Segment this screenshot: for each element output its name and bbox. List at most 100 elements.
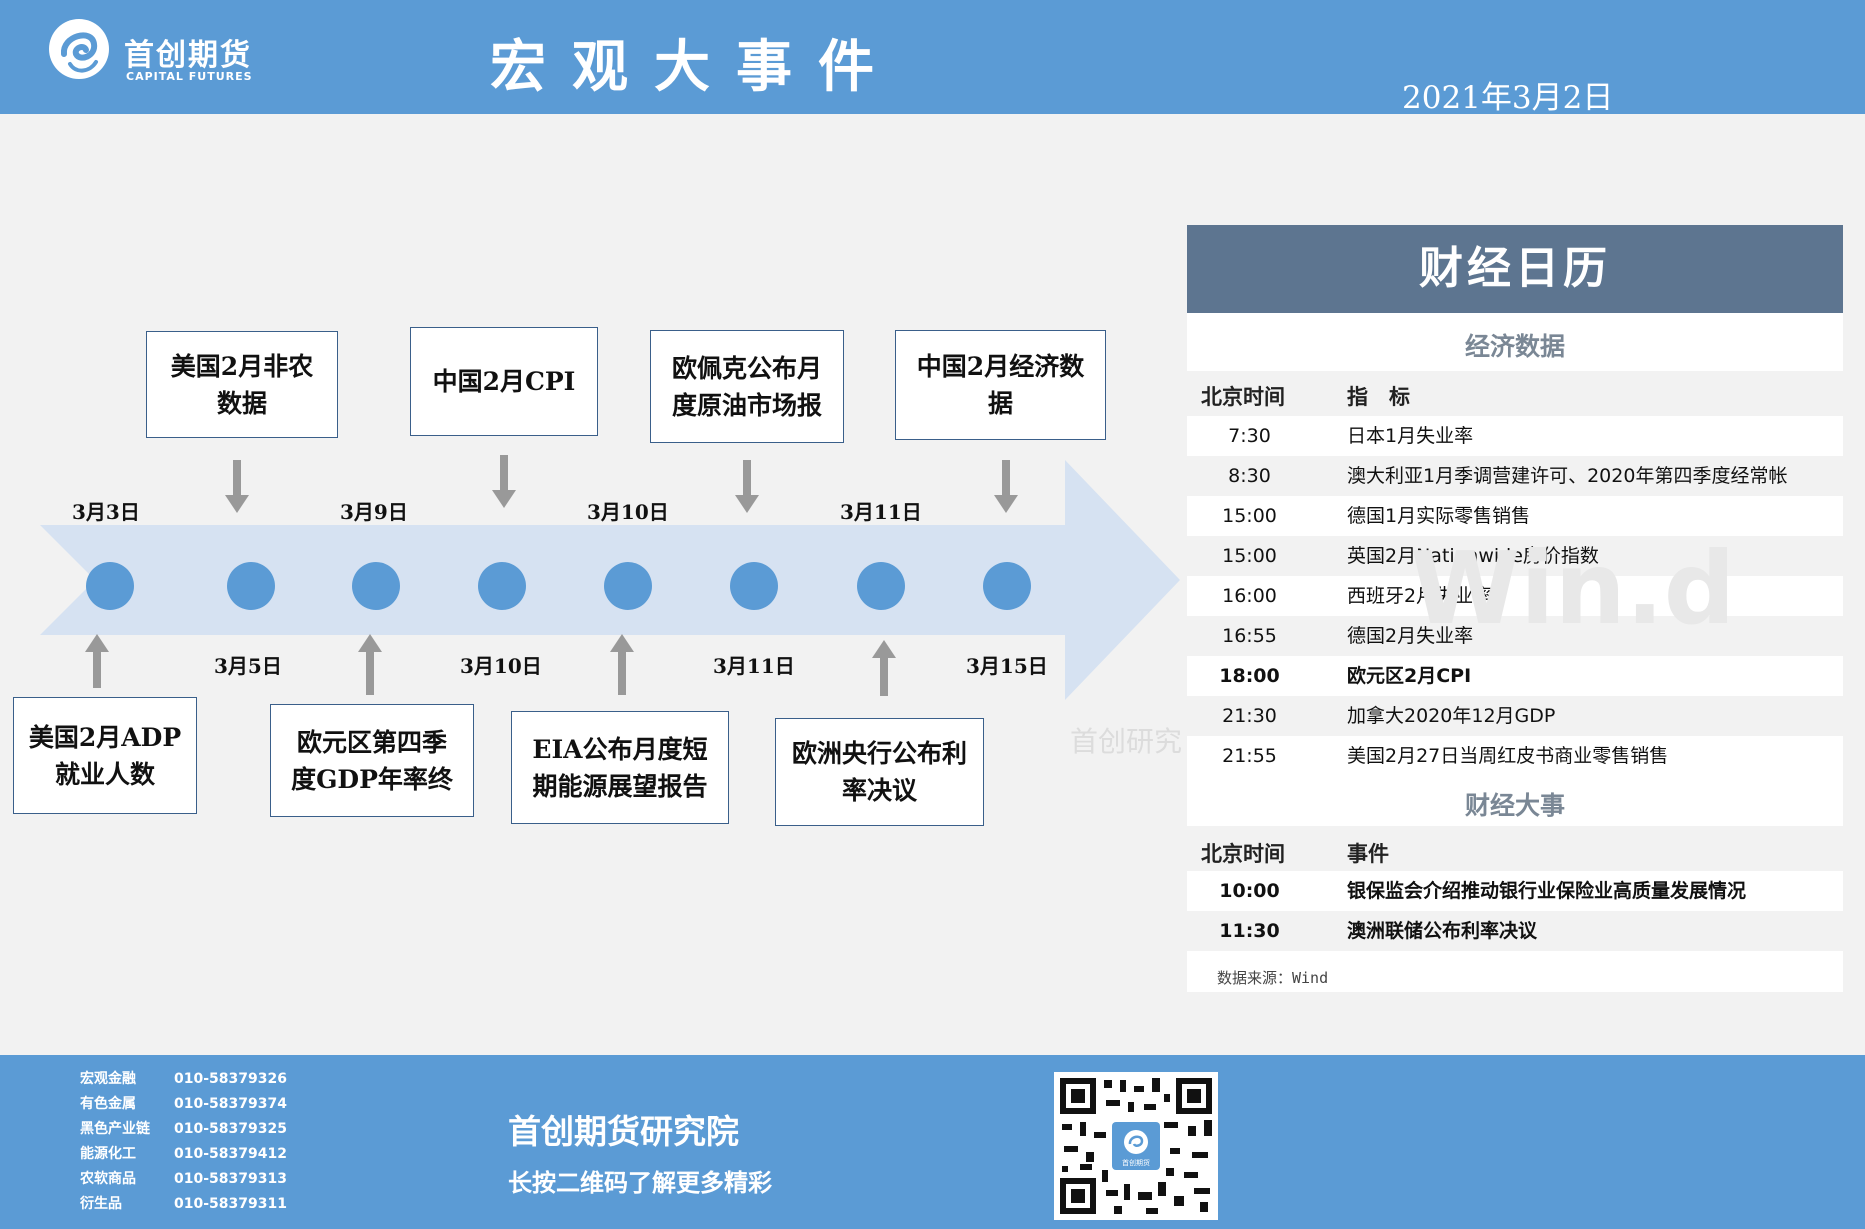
contact-dept: 有色金属 <box>80 1096 136 1112</box>
row-indicator: 英国2月Nationwide房价指数 <box>1347 545 1599 567</box>
row-time: 16:00 <box>1222 585 1277 607</box>
col-event: 事件 <box>1347 842 1389 866</box>
event-box-top: 欧佩克公布月度原油市场报 <box>650 330 844 443</box>
qr-code-icon: 首创期货 <box>1060 1078 1212 1214</box>
event-line: 欧元区第四季 <box>296 727 447 757</box>
econ-row: 16:55 德国2月失业率 <box>1187 616 1843 656</box>
contact-dept: 能源化工 <box>80 1146 136 1162</box>
row-time: 18:00 <box>1219 665 1280 687</box>
timeline-date-bottom: 3月15日 <box>966 654 1048 678</box>
event-line: 度原油市场报 <box>671 390 822 420</box>
down-arrow-3 <box>735 460 759 513</box>
contact-phone: 010-58379311 <box>174 1196 287 1212</box>
watermark-wind: Win.d <box>1410 530 1736 647</box>
timeline-dot <box>983 562 1031 610</box>
econ-header-row: 北京时间 指 标 <box>1187 371 1843 416</box>
report-date: 2021年3月2日 <box>1402 80 1614 116</box>
row-indicator: 德国2月失业率 <box>1347 625 1474 647</box>
row-indicator: 美国2月27日当周红皮书商业零售销售 <box>1347 745 1669 767</box>
event-line: 就业人数 <box>54 759 155 789</box>
col-time: 北京时间 <box>1201 385 1285 409</box>
header-bar: 首创期货 CAPITAL FUTURES 宏观大事件 2021年3月2日 <box>0 0 1865 116</box>
econ-row: 21:30 加拿大2020年12月GDP <box>1187 696 1843 736</box>
event-line: 数据 <box>216 388 267 418</box>
event-box-bottom: EIA公布月度短期能源展望报告 <box>511 711 729 824</box>
timeline-date-top: 3月10日 <box>587 500 669 524</box>
down-arrows <box>225 455 1018 513</box>
timeline-date-top: 3月3日 <box>72 500 140 524</box>
event-line: 中国2月经济数 <box>916 352 1085 381</box>
calendar-title: 财经日历 <box>1187 225 1843 313</box>
watermark-text: 首创研究 <box>1070 725 1183 758</box>
event-line: 中国2月CPI <box>432 367 576 396</box>
row-time: 21:55 <box>1222 745 1277 767</box>
capital-futures-logo-icon <box>49 19 109 79</box>
econ-row: 8:30 澳大利亚1月季调营建许可、2020年第四季度经常帐 <box>1187 456 1843 496</box>
econ-row: 21:55 美国2月27日当周红皮书商业零售销售 <box>1187 736 1843 776</box>
contact-item: 宏观金融 010-58379326 <box>80 1068 287 1088</box>
timeline-dot <box>86 562 134 610</box>
event-line: 期能源展望报告 <box>532 771 708 801</box>
event-line: 美国2月非农 <box>170 351 314 381</box>
contact-item: 有色金属 010-58379374 <box>80 1093 287 1113</box>
timeline-date-bottom: 3月11日 <box>713 654 795 678</box>
up-arrows <box>85 634 896 696</box>
row-event: 银保监会介绍推动银行业保险业高质量发展情况 <box>1347 880 1747 902</box>
row-time: 8:30 <box>1228 465 1271 487</box>
timeline-dot <box>857 562 905 610</box>
event-line: 美国2月ADP <box>28 722 182 752</box>
contact-phone: 010-58379313 <box>174 1171 287 1187</box>
timeline-dot <box>604 562 652 610</box>
econ-data-title: 经济数据 <box>1464 332 1565 361</box>
row-time: 15:00 <box>1222 545 1277 567</box>
up-arrow-4 <box>872 640 896 696</box>
row-indicator: 澳大利亚1月季调营建许可、2020年第四季度经常帐 <box>1347 465 1788 487</box>
event-row: 10:00 银保监会介绍推动银行业保险业高质量发展情况 <box>1187 871 1843 911</box>
contact-item: 能源化工 010-58379412 <box>80 1143 287 1163</box>
row-indicator: 西班牙2月失业率 <box>1347 585 1493 607</box>
logo-text-cn: 首创期货 <box>124 38 252 73</box>
qr-label: 首创期货 <box>1122 1158 1150 1167</box>
row-time: 10:00 <box>1219 880 1280 902</box>
up-arrow-2 <box>358 634 382 695</box>
event-line: 欧佩克公布月 <box>671 353 822 383</box>
timeline-date-top: 3月9日 <box>340 500 408 524</box>
event-box-top: 中国2月经济数据 <box>895 330 1106 440</box>
event-line: 率决议 <box>841 776 917 805</box>
contact-phone: 010-58379412 <box>174 1146 287 1162</box>
contact-dept: 衍生品 <box>80 1196 122 1212</box>
down-arrow-4 <box>994 460 1018 513</box>
econ-row: 16:00 西班牙2月失业率 <box>1187 576 1843 616</box>
page-title: 宏观大事件 <box>490 34 900 100</box>
econ-row: 15:00 英国2月Nationwide房价指数 <box>1187 536 1843 576</box>
row-time: 11:30 <box>1219 920 1280 942</box>
row-time: 16:55 <box>1222 625 1277 647</box>
timeline-date-top: 3月11日 <box>840 500 922 524</box>
col-indicator: 指 标 <box>1347 385 1410 409</box>
timeline-dot <box>352 562 400 610</box>
logo-text-en: CAPITAL FUTURES <box>126 70 253 83</box>
timeline-date-bottom: 3月5日 <box>214 654 282 678</box>
row-indicator: 加拿大2020年12月GDP <box>1347 705 1556 727</box>
qr-code[interactable]: 首创期货 <box>1054 1072 1218 1220</box>
contact-phone: 010-58379374 <box>174 1096 287 1112</box>
row-time: 21:30 <box>1222 705 1277 727</box>
event-box-bottom: 欧元区第四季度GDP年率终 <box>270 704 474 817</box>
event-line: 度GDP年率终 <box>291 764 453 794</box>
event-line: 欧洲央行公布利 <box>791 739 967 768</box>
data-source: 数据来源：Wind <box>1217 969 1329 987</box>
row-indicator: 德国1月实际零售销售 <box>1347 505 1531 527</box>
org-name: 首创期货研究院 <box>508 1112 739 1151</box>
row-indicator: 日本1月失业率 <box>1347 425 1474 447</box>
contact-phone: 010-58379326 <box>174 1071 287 1087</box>
event-box-bottom: 欧洲央行公布利率决议 <box>775 718 984 826</box>
col-time: 北京时间 <box>1201 842 1285 866</box>
contact-dept: 黑色产业链 <box>80 1121 150 1137</box>
event-box-top: 美国2月非农数据 <box>146 331 338 438</box>
row-indicator: 欧元区2月CPI <box>1347 665 1472 687</box>
contact-dept: 宏观金融 <box>80 1071 136 1087</box>
event-line: 据 <box>987 389 1013 418</box>
